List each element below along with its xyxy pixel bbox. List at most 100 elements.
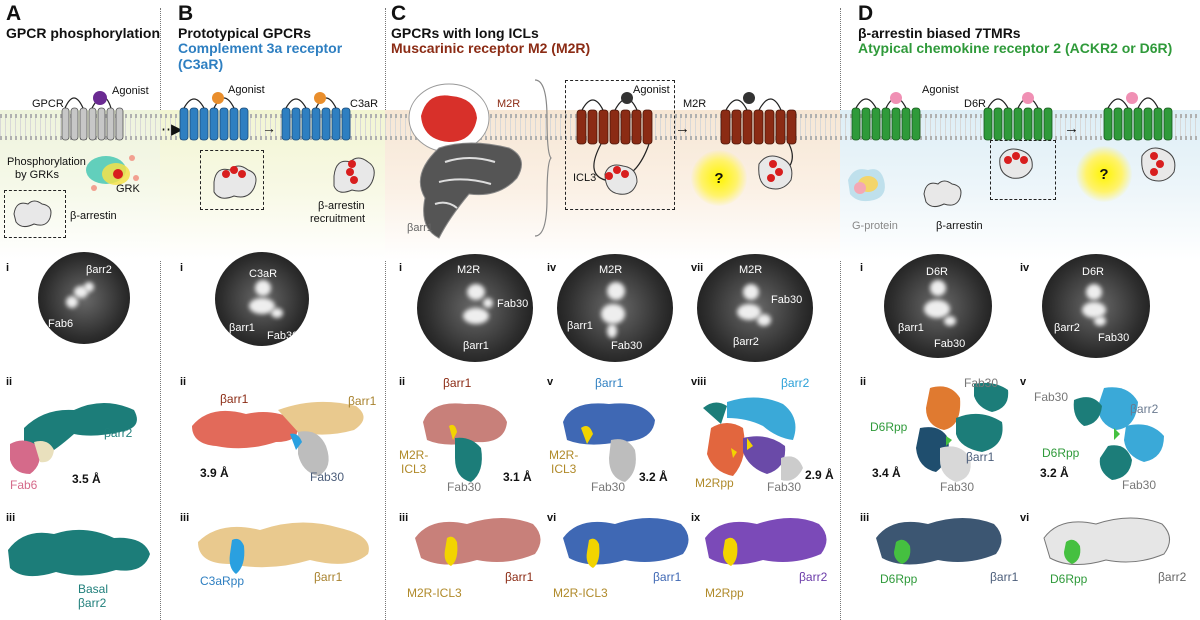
roman-iv: iv: [1020, 262, 1030, 274]
c3ar-receptor-diagram-2: [281, 92, 351, 141]
agonist-label: Agonist: [228, 84, 265, 96]
em2-fab30-label: Fab30: [1098, 332, 1130, 344]
roman-vii: vii: [691, 262, 704, 274]
iii-barr1-label: βarr1: [314, 570, 343, 584]
panel-c: C GPCRs with long ICLs Muscarinic recept…: [385, 0, 840, 620]
g-protein-label: G-protein: [852, 220, 898, 232]
em1-barr1-label: βarr1: [898, 322, 924, 334]
panel-letter: D: [858, 2, 874, 25]
em2-d6r-label: D6R: [1082, 266, 1105, 278]
em-barr1-label: βarr1: [229, 322, 255, 334]
d6r-label: D6R: [964, 98, 987, 110]
basal-barr2-label: βarr2: [78, 596, 107, 610]
gpcr-label: GPCR: [32, 98, 64, 110]
vi-d6rpp-label: D6Rpp: [1050, 572, 1088, 586]
cryo-em-map-m2r-icl3-barr1: [415, 518, 541, 566]
em1-fab30-label: Fab30: [497, 298, 529, 310]
panel-subtitle: Muscarinic receptor M2 (M2R): [391, 40, 591, 57]
recruitment-label-1: β-arrestin: [318, 200, 365, 212]
question-mark: ?: [714, 169, 724, 187]
cryo-em-map-m2rpp-barr2-dimer: [703, 397, 803, 481]
d6r-receptor-diagram-3: [1103, 92, 1176, 182]
panel-b-title: B Prototypical GPCRs Complement 3a recep…: [178, 2, 342, 72]
em-c3ar-label: C3aR: [249, 268, 278, 280]
em-fab6-label: Fab6: [48, 318, 74, 330]
resolution-label: 3.5 Å: [72, 472, 101, 486]
roman-iii: iii: [6, 512, 16, 524]
v-resolution-label: 3.2 Å: [639, 470, 668, 484]
em-2d-class-average: C3aR βarr1 Fab30: [215, 252, 309, 346]
map-barr2-label: βarr2: [104, 426, 133, 440]
em2-barr1-label: βarr1: [567, 320, 593, 332]
roman-vi: vi: [1020, 512, 1030, 524]
c3arpp-label: C3aRpp: [200, 574, 245, 588]
map-barr1-label-b: βarr1: [348, 394, 377, 408]
by-grks-label: by GRKs: [15, 169, 60, 181]
em-2d-class-average-2: D6R βarr2 Fab30: [1042, 254, 1150, 358]
v-icl3-label: ICL3: [551, 462, 577, 476]
m2r-right-label: M2R: [683, 98, 707, 110]
ii-barr1-label: βarr1: [443, 376, 472, 390]
grk-label: GRK: [116, 183, 140, 195]
icl3-label: ICL3: [573, 172, 597, 184]
vi-barr1-label: βarr1: [653, 570, 682, 584]
ii-fab30-top-label: Fab30: [964, 376, 999, 390]
roman-i: i: [180, 262, 184, 274]
arrow: →: [675, 120, 690, 137]
roman-vi: vi: [547, 512, 557, 524]
grk-kinase-icon: [86, 155, 139, 191]
cryo-em-map-c3arpp-barr1: [198, 522, 369, 574]
panel-a-title: A GPCR phosphorylation: [6, 2, 160, 41]
em2-fab30-label: Fab30: [611, 340, 643, 352]
panel-subtitle-2: (C3aR): [178, 55, 224, 72]
arrestin-recruited-icon: [333, 157, 375, 193]
roman-ii: ii: [399, 376, 406, 388]
cryo-em-map-m2rpp-barr2: [705, 518, 827, 566]
beta-arrestin-label: β-arrestin: [70, 210, 117, 222]
phosphorylation-label: Phosphorylation: [7, 156, 86, 168]
roman-iv: iv: [547, 262, 557, 274]
panel-title-text: Prototypical GPCRs: [178, 25, 312, 42]
cryo-em-map-d6rpp-barr2-fab30: [1073, 387, 1164, 480]
cryo-em-map-c3ar-barr1: [192, 401, 364, 476]
divider: [160, 8, 161, 620]
ii-d6rpp-label: D6Rpp: [870, 420, 908, 434]
arrow: →: [262, 120, 276, 136]
cryo-em-map-m2r-barr1-fab30: [423, 403, 507, 482]
panel-a: A GPCR phosphorylation GPCR Agonist Phos…: [0, 0, 160, 620]
map-barr1-label-a: βarr1: [220, 392, 249, 406]
m2r-receptor-diagram: [576, 92, 653, 195]
cryo-em-map-basal-barr2: [8, 529, 150, 577]
ii-icl3-label: ICL3: [401, 462, 427, 476]
d6r-receptor-diagram: [851, 92, 921, 141]
v-fab30-top-label: Fab30: [1034, 390, 1069, 404]
cryo-em-map-barr2-fab6: [10, 403, 137, 474]
roman-ii: ii: [860, 376, 867, 388]
ix-barr2-label: βarr2: [799, 570, 828, 584]
panel-title-text: β-arrestin biased 7TMRs: [858, 25, 1021, 42]
em3-m2r-label: M2R: [739, 264, 763, 276]
em-2d-class-average-3: M2R Fab30 βarr2: [697, 254, 813, 362]
agonist-label: Agonist: [633, 84, 670, 96]
gpcr-receptor-diagram: [61, 91, 124, 141]
roman-i: i: [6, 262, 10, 274]
panel-letter: A: [6, 2, 22, 25]
arrestin-icon: [923, 180, 962, 208]
panel-subtitle: Atypical chemokine receptor 2 (ACKR2 or …: [858, 40, 1173, 57]
map-fab6-label: Fab6: [10, 478, 38, 492]
phospho-inset-box: [200, 150, 264, 210]
em1-barr1-label: βarr1: [463, 340, 489, 352]
em-2d-class-average: M2R Fab30 βarr1: [417, 254, 533, 362]
viii-resolution-label: 2.9 Å: [805, 468, 834, 482]
m2r-receptor-diagram-2: [720, 92, 797, 190]
brace-icon: [534, 79, 552, 237]
roman-iii: iii: [180, 512, 190, 524]
panel-letter: C: [391, 2, 407, 25]
g-protein-icon: [848, 169, 885, 202]
recruitment-label-2: recruitment: [310, 213, 366, 225]
em3-fab30-label: Fab30: [771, 294, 803, 306]
v-fab30-label: Fab30: [591, 480, 626, 494]
roman-ii: ii: [180, 376, 187, 388]
agonist-label: Agonist: [112, 85, 149, 97]
em-fab30-label: Fab30: [267, 330, 299, 342]
